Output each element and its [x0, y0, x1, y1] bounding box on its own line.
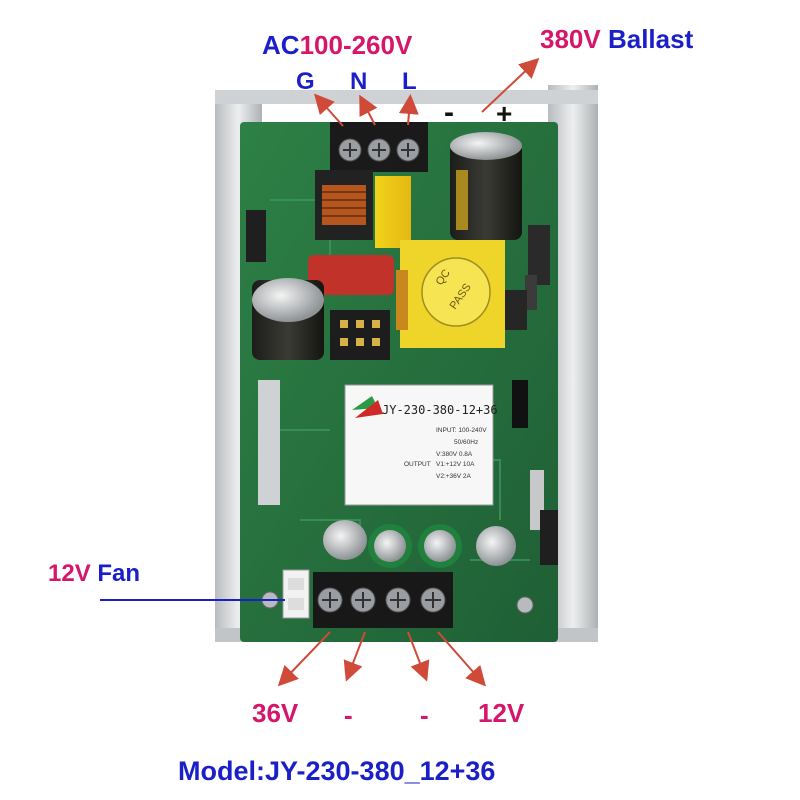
- fan-word: Fan: [97, 560, 141, 587]
- output-minus-1-label: -: [344, 700, 353, 730]
- large-capacitor-left: [252, 278, 324, 360]
- large-capacitor-top: [450, 132, 522, 240]
- model-caption: Model:JY-230-380_12+36: [178, 756, 496, 786]
- terminal-l-label: L: [402, 68, 417, 95]
- output-minus-2-label: -: [420, 700, 429, 730]
- ballast-voltage: 380V: [540, 24, 601, 54]
- left-heatsink: [246, 210, 280, 505]
- terminal-n-label: N: [350, 68, 368, 95]
- fan-label: 12V Fan: [48, 562, 140, 586]
- film-capacitor: [308, 255, 394, 295]
- input-arrows: [314, 57, 540, 127]
- fan-connector: [282, 569, 310, 619]
- sticker-input-text: INPUT: 100-240V: [436, 427, 487, 434]
- transformer: QC PASS: [396, 240, 505, 348]
- fan-voltage: 12V: [48, 560, 91, 587]
- input-terminal-block: [330, 122, 428, 172]
- output-capacitors: [323, 520, 516, 568]
- ballast-minus-label: -: [444, 96, 454, 129]
- x-capacitor: [375, 176, 411, 248]
- ac-input-label: AC100-260V: [262, 32, 412, 58]
- output-arrows: [277, 631, 486, 687]
- choke: [315, 170, 373, 240]
- sticker-out-v-text: V:380V 0.8A: [436, 451, 473, 458]
- sticker-v1-text: V1:+12V 10A: [436, 461, 475, 468]
- ac-range: 100-260V: [299, 30, 413, 60]
- sticker-output-label: OUTPUT: [404, 461, 431, 468]
- output-terminal-block: [313, 572, 453, 628]
- sticker-v2-text: V2:+36V 2A: [436, 473, 472, 480]
- terminal-g-label: G: [296, 68, 315, 95]
- output-12v-label: 12V: [478, 698, 525, 728]
- screw: [516, 596, 534, 614]
- output-36v-label: 36V: [252, 698, 299, 728]
- ballast-plus-label: +: [496, 98, 513, 129]
- sticker-freq-text: 50/60Hz: [454, 439, 478, 446]
- ac-prefix: AC: [262, 30, 300, 60]
- board-sticker: [344, 384, 494, 506]
- ballast-word: Ballast: [607, 24, 694, 54]
- ballast-label: 380V Ballast: [540, 26, 693, 52]
- connector-pins: [330, 310, 390, 360]
- sticker-model-text: JY-230-380-12+36: [382, 403, 498, 417]
- right-components: [505, 225, 558, 565]
